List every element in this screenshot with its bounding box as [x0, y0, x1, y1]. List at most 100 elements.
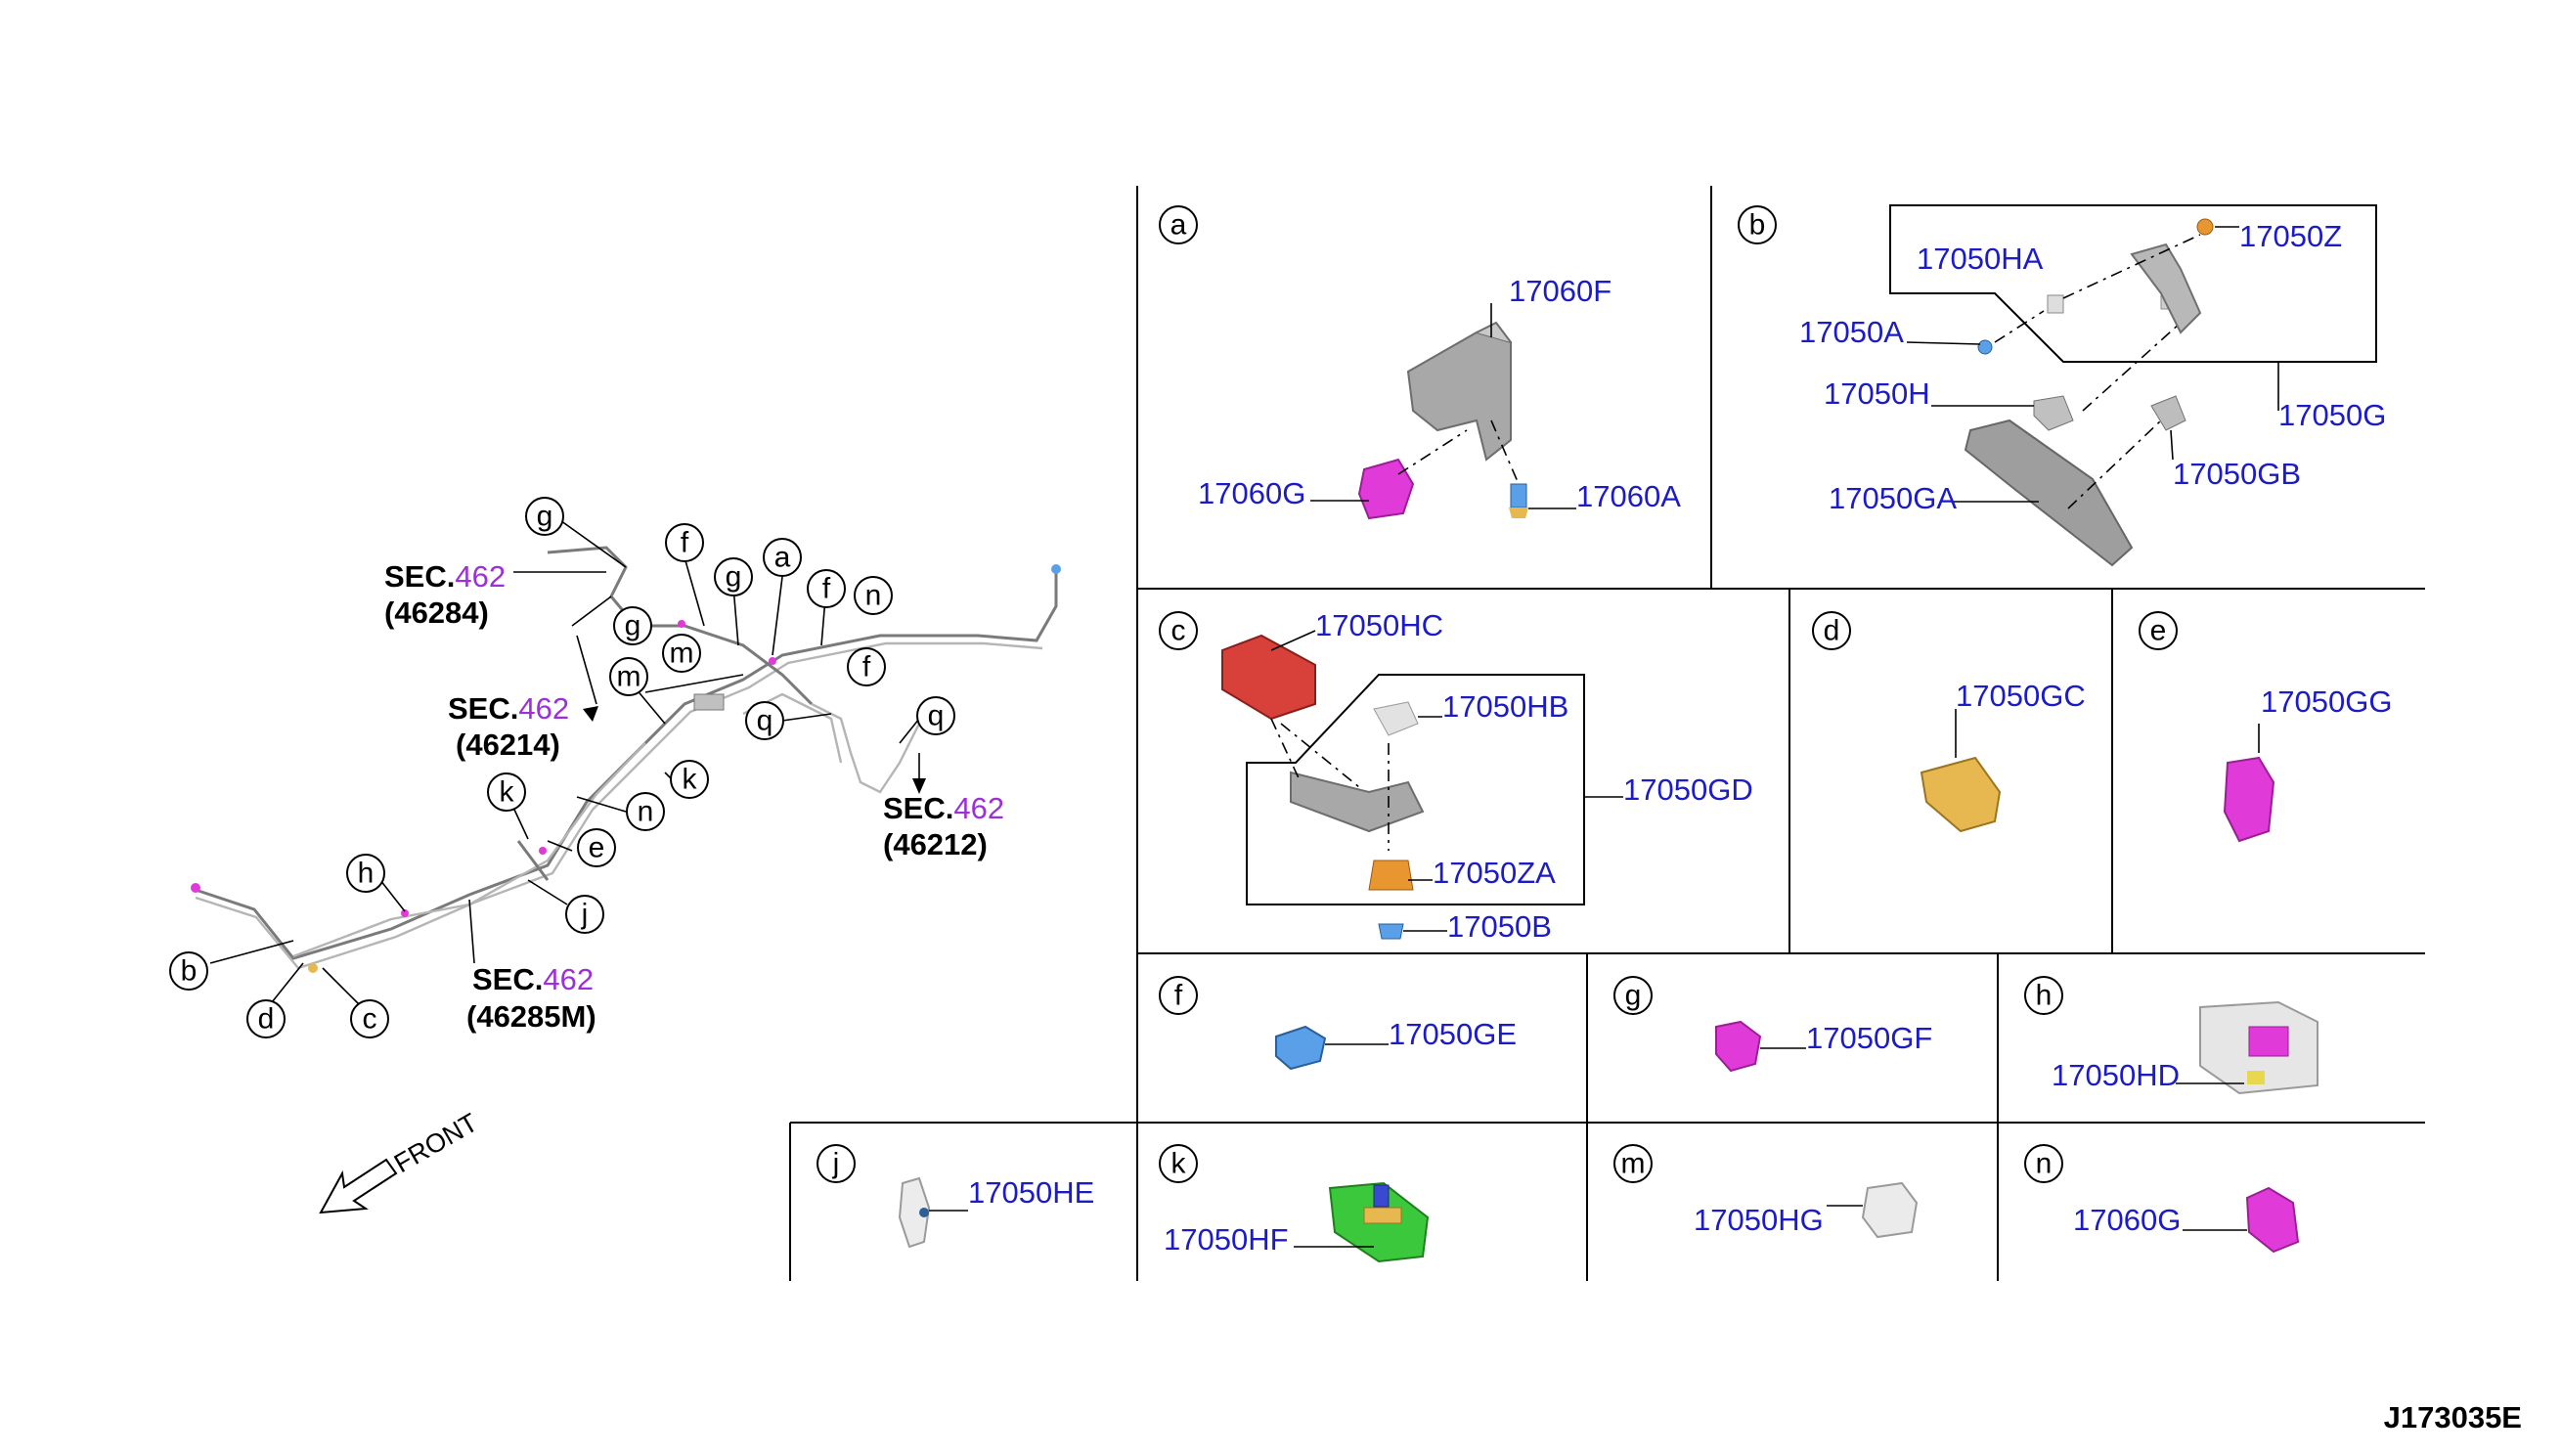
svg-text:d: d — [258, 1003, 275, 1036]
panel-a: a 17060F 17060G 17060A — [1159, 205, 1681, 520]
svg-text:j: j — [832, 1148, 840, 1180]
panel-c: c 17050HC 17050HB 17050GD 17050ZA 17050B — [1159, 608, 1753, 944]
svg-text:g: g — [625, 610, 641, 642]
panel-f: f 17050GE — [1159, 976, 1517, 1071]
svg-text:n: n — [2036, 1148, 2053, 1180]
callout-g-3: g — [613, 606, 652, 645]
panel-h: h 17050HD — [2024, 976, 2318, 1095]
callout-m-2: m — [609, 657, 648, 696]
svg-text:d: d — [1824, 615, 1840, 647]
part-17050GG: 17050GG — [2261, 684, 2392, 719]
part-17060G-n: 17060G — [2073, 1203, 2181, 1237]
part-17050HG: 17050HG — [1694, 1203, 1824, 1237]
callout-c: c — [350, 999, 389, 1038]
svg-text:g: g — [1625, 980, 1642, 1012]
sec-46284-ref: (46284) — [384, 596, 489, 630]
callout-n-1: n — [854, 576, 893, 615]
part-17050GD: 17050GD — [1623, 772, 1753, 807]
part-17050HA: 17050HA — [1917, 242, 2044, 276]
svg-text:a: a — [1170, 209, 1187, 242]
sec-46214-label: SEC.462 — [448, 691, 569, 726]
part-17060G: 17060G — [1198, 476, 1305, 510]
part-17050G: 17050G — [2278, 398, 2386, 432]
part-17050GA: 17050GA — [1829, 481, 1957, 515]
svg-text:n: n — [865, 580, 882, 612]
sec-46214-ref: (46214) — [456, 728, 560, 762]
section-references: SEC.462 (46284) SEC.462 (46214) SEC.462 … — [384, 559, 1004, 1034]
svg-text:m: m — [1621, 1148, 1646, 1180]
part-17050GC: 17050GC — [1956, 679, 2086, 713]
part-17060F: 17060F — [1509, 274, 1612, 308]
callout-f-1: f — [665, 523, 704, 562]
callout-k-1: k — [670, 760, 709, 799]
callout-g-1: g — [525, 497, 564, 536]
part-17060A: 17060A — [1576, 479, 1681, 513]
callout-f-2: f — [807, 569, 846, 608]
svg-text:j: j — [581, 899, 589, 931]
svg-text:f: f — [681, 527, 689, 559]
svg-text:f: f — [822, 573, 831, 605]
front-direction-arrow: FRONT — [319, 1108, 483, 1214]
svg-text:b: b — [1749, 209, 1766, 242]
callout-q-1: q — [745, 701, 784, 740]
drawing-number: J173035E — [2383, 1400, 2522, 1434]
panel-e: e 17050GG — [2139, 611, 2392, 843]
sec-46285m-label: SEC.462 — [472, 962, 594, 996]
part-17050HB: 17050HB — [1442, 689, 1568, 724]
svg-text:g: g — [537, 501, 553, 533]
svg-text:c: c — [1171, 615, 1186, 647]
svg-text:q: q — [928, 700, 945, 732]
svg-text:h: h — [358, 858, 375, 890]
part-17050HD: 17050HD — [2052, 1058, 2180, 1092]
sec-46212-label: SEC.462 — [883, 791, 1004, 825]
sec-46212-ref: (46212) — [883, 827, 988, 861]
panel-k: k 17050HF — [1159, 1144, 1430, 1263]
callout-g-2: g — [714, 557, 753, 596]
part-17050Z: 17050Z — [2239, 219, 2342, 253]
panel-frames — [789, 186, 2425, 1281]
svg-text:g: g — [726, 561, 742, 594]
sec-46285m-ref: (46285M) — [466, 999, 596, 1034]
panel-j: j 17050HE — [817, 1144, 1094, 1249]
callout-q-2: q — [916, 696, 955, 735]
svg-text:k: k — [683, 764, 698, 796]
callout-h: h — [346, 854, 385, 893]
svg-text:m: m — [670, 638, 694, 670]
svg-text:f: f — [862, 651, 871, 684]
svg-text:h: h — [2036, 980, 2053, 1012]
callout-d: d — [246, 999, 286, 1038]
svg-text:q: q — [757, 705, 773, 737]
part-17050ZA: 17050ZA — [1433, 856, 1556, 890]
svg-text:b: b — [181, 955, 198, 988]
svg-text:c: c — [363, 1003, 377, 1036]
part-17050GF: 17050GF — [1806, 1021, 1932, 1055]
callout-k-2: k — [487, 772, 526, 812]
panel-n: n 17060G — [2024, 1144, 2300, 1254]
callout-j: j — [565, 895, 604, 934]
sec-46284-label: SEC.462 — [384, 559, 506, 594]
panel-g: g 17050GF — [1613, 976, 1932, 1073]
front-label: FRONT — [389, 1108, 483, 1178]
part-17050H: 17050H — [1824, 376, 1930, 411]
part-17050GB: 17050GB — [2173, 457, 2301, 491]
part-17050HF: 17050HF — [1164, 1222, 1289, 1257]
overview-callouts: g f g a f n g m m f q q k k n e j h b d … — [169, 497, 955, 1038]
callout-n-2: n — [626, 792, 665, 831]
part-17050A: 17050A — [1799, 315, 1904, 349]
callout-m-1: m — [662, 634, 701, 673]
part-17050HE: 17050HE — [968, 1175, 1094, 1210]
svg-text:n: n — [638, 796, 654, 828]
panel-d: d 17050GC — [1812, 611, 2086, 833]
callout-a: a — [763, 538, 802, 577]
callout-f-3: f — [847, 647, 886, 686]
svg-text:e: e — [589, 832, 605, 864]
part-17050HC: 17050HC — [1315, 608, 1443, 642]
panel-b: b 17050HA 17050Z 17050A 17050H 17050G 17… — [1738, 204, 2386, 567]
svg-text:f: f — [1174, 980, 1183, 1012]
panel-m: m 17050HG — [1613, 1144, 1919, 1239]
svg-text:e: e — [2150, 615, 2167, 647]
svg-text:a: a — [774, 542, 791, 574]
callout-b: b — [169, 951, 208, 991]
